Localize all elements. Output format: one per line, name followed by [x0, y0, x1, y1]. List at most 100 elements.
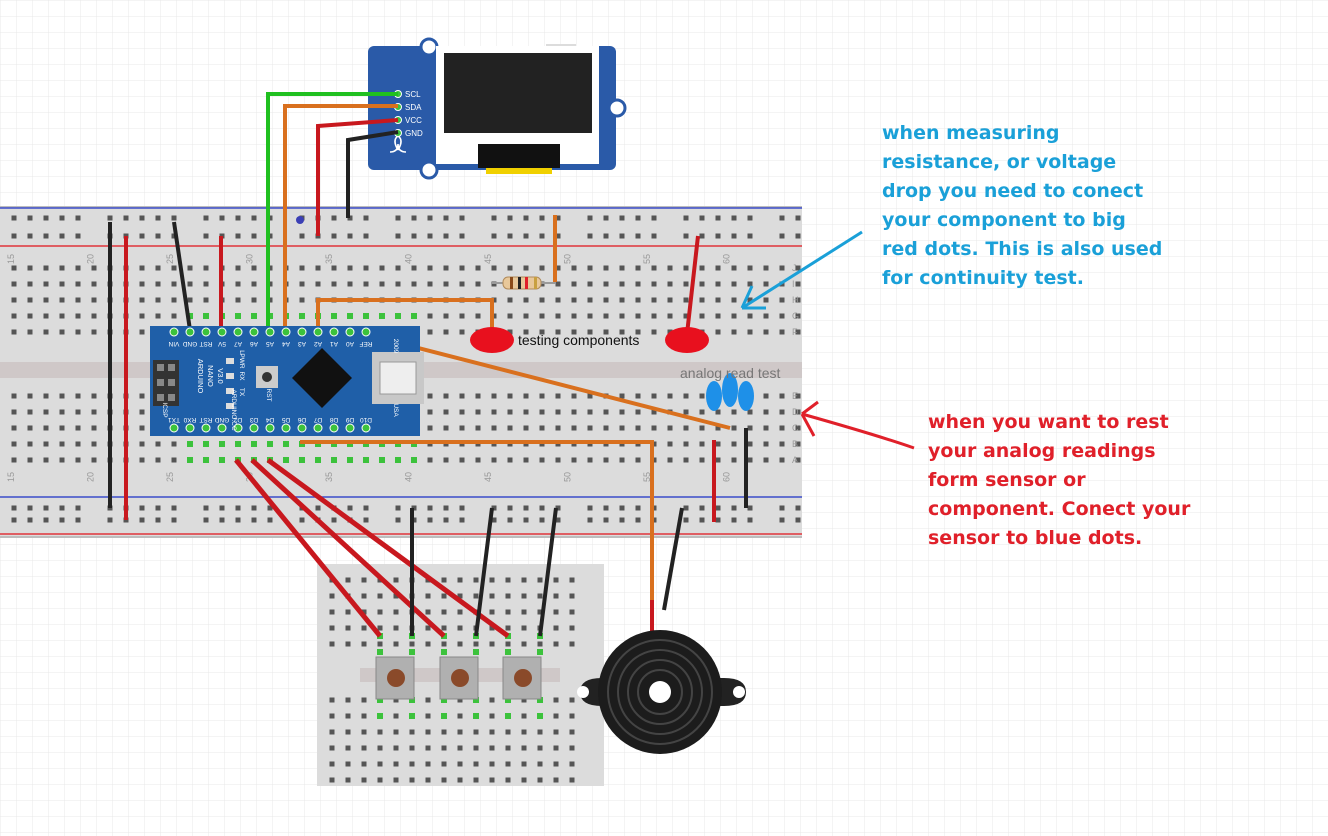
oled-screen	[444, 53, 592, 133]
column-number: 50	[563, 254, 573, 264]
column-number: 30	[245, 254, 255, 264]
nano-top-pin-label: A3	[298, 340, 306, 347]
oled-display-module: SCL SDA VCC GND	[368, 37, 627, 180]
column-number: 15	[6, 254, 16, 264]
nano-bottom-pin-label: D4	[265, 416, 274, 423]
nano-bottom-pin-label: D8	[329, 416, 338, 423]
nano-bottom-pin-label: TX1	[168, 416, 180, 423]
nano-top-pin-label: A7	[234, 340, 242, 347]
wire-test-5v	[685, 235, 700, 335]
nano-name: V3.0	[216, 368, 225, 383]
column-number: 20	[86, 254, 96, 264]
nano-top-pin-label: A6	[250, 340, 258, 347]
nano-top-pin-label: A5	[266, 340, 274, 347]
nano-bottom-pin-label: D5	[281, 416, 290, 423]
test-point-left	[470, 327, 514, 353]
push-buttons	[375, 656, 542, 700]
nano-top-pin-label: A0	[346, 340, 354, 347]
nano-bottom-pin-label: D6	[297, 416, 306, 423]
row-letter: J	[792, 263, 797, 273]
nano-board-text: ARDUINO.CC	[230, 389, 237, 430]
wire-buzzer-gnd	[662, 507, 684, 611]
icsp-header	[153, 360, 179, 406]
analog-point-3	[738, 381, 754, 411]
row-letter: A	[792, 455, 798, 465]
note-measuring-resistance: when measuring resistance, or voltage dr…	[882, 122, 1163, 289]
resistor	[492, 276, 555, 290]
nano-top-pin-label: A2	[314, 340, 322, 347]
nano-board-text: ICSP	[161, 402, 168, 417]
row-letter: G	[792, 311, 799, 321]
wire-button1	[234, 458, 382, 638]
column-number: 35	[324, 472, 334, 482]
oled-pin-label: VCC	[405, 116, 422, 125]
column-number: 60	[722, 254, 732, 264]
nano-board-text: PWR	[238, 353, 245, 368]
wire-buzzer-signal	[300, 440, 654, 604]
column-number: 45	[483, 254, 493, 264]
nano-bottom-pin-label: D2	[233, 416, 242, 423]
nano-top-pin-label: REF	[359, 340, 372, 347]
nano-board-text: 2009	[392, 339, 399, 354]
row-letter: F	[792, 327, 798, 337]
test-point-right	[665, 327, 709, 353]
reference-dot	[296, 216, 304, 224]
nano-bottom-pin-label: RST	[199, 416, 212, 423]
wire-vcc	[316, 118, 399, 236]
nano-board-text: TX	[238, 388, 245, 397]
wire-a2-test	[316, 298, 494, 334]
nano-name: ARDUINO	[196, 359, 205, 394]
oled-pin-label: GND	[405, 129, 423, 138]
nano-board-text: USA	[392, 403, 399, 417]
row-letter: I	[792, 279, 795, 289]
red-arrow	[800, 400, 915, 450]
wire-button3	[266, 457, 510, 639]
push-button-2	[439, 656, 479, 700]
note-analog-readings: when you want to rest your analog readin…	[928, 411, 1191, 549]
column-number: 50	[563, 472, 573, 482]
column-number: 40	[404, 254, 414, 264]
oled-pin-label: SCL	[405, 90, 421, 99]
column-number: 15	[6, 472, 16, 482]
column-numbers: 1515202025253030353540404545505055556060	[6, 254, 732, 482]
nano-board-text: RX	[238, 371, 245, 381]
column-number: 20	[86, 472, 96, 482]
column-number: 40	[404, 472, 414, 482]
microcontroller-chip	[292, 348, 352, 408]
column-number: 35	[324, 254, 334, 264]
analog-point-2	[722, 373, 738, 407]
row-letter: H	[792, 295, 799, 305]
column-number: 55	[642, 254, 652, 264]
push-button-1	[375, 656, 415, 700]
row-letter: D	[792, 407, 799, 417]
nano-bottom-pin-label: RX0	[183, 416, 196, 423]
column-number: 60	[722, 472, 732, 482]
oled-ribbon	[478, 144, 560, 168]
row-letter: B	[792, 439, 798, 449]
row-letter: E	[792, 391, 798, 401]
nano-top-pin-label: A1	[330, 340, 338, 347]
nano-board-text: RST	[265, 389, 272, 402]
wire-gnd	[346, 130, 399, 218]
nano-bottom-pin-label: D7	[313, 416, 322, 423]
row-letter: C	[792, 423, 799, 433]
label-analog-read-test: analog read test	[680, 365, 781, 381]
wire-sda	[283, 104, 398, 330]
nano-top-pin-label: VIN	[168, 340, 179, 347]
nano-bottom-pin-label: D10	[360, 416, 372, 423]
nano-top-pin-label: A4	[282, 340, 290, 347]
nano-bottom-pin-label: D3	[249, 416, 258, 423]
nano-top-pin-label: 5V	[217, 340, 226, 347]
wire-scl	[266, 92, 398, 330]
piezo-buzzer	[577, 630, 746, 754]
oled-pin-label: SDA	[405, 103, 422, 112]
column-number: 55	[642, 472, 652, 482]
push-button-3	[502, 656, 542, 700]
column-number: 25	[165, 254, 175, 264]
nano-bottom-pin-label: D9	[345, 416, 354, 423]
column-number: 25	[165, 472, 175, 482]
label-testing-components: testing components	[518, 332, 639, 348]
analog-point-1	[706, 381, 722, 411]
